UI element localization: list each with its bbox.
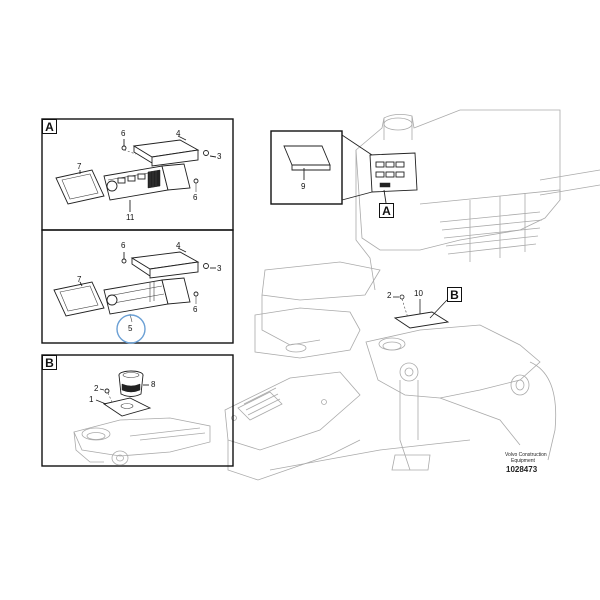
detail-b-panel bbox=[41, 354, 234, 467]
callout-4: 4 bbox=[176, 129, 181, 138]
callout-7: 7 bbox=[77, 162, 82, 171]
main-view-tag-b: B bbox=[447, 287, 462, 302]
callout-11: 11 bbox=[126, 213, 135, 222]
highlight-circle-part-5 bbox=[116, 314, 146, 344]
main-view-tag-a: A bbox=[379, 203, 394, 218]
callout-3: 3 bbox=[217, 264, 222, 273]
callout-6: 6 bbox=[193, 305, 198, 314]
detail-a-tag: A bbox=[42, 119, 57, 134]
callout-9: 9 bbox=[301, 182, 306, 191]
callout-4: 4 bbox=[176, 241, 181, 250]
detail-a-panel bbox=[41, 118, 234, 344]
callout-2: 2 bbox=[387, 291, 392, 300]
brand-line-2: Equipment bbox=[511, 458, 535, 464]
callout-3: 3 bbox=[217, 152, 222, 161]
detail-part-9 bbox=[270, 130, 373, 205]
callout-6: 6 bbox=[121, 129, 126, 138]
callout-1: 1 bbox=[89, 395, 94, 404]
callout-7: 7 bbox=[77, 275, 82, 284]
callout-5: 5 bbox=[128, 324, 133, 333]
callout-2: 2 bbox=[94, 384, 99, 393]
callout-6: 6 bbox=[121, 241, 126, 250]
brand-line-1: Volvo Construction bbox=[505, 452, 547, 458]
callout-10: 10 bbox=[414, 289, 423, 298]
callout-6: 6 bbox=[193, 193, 198, 202]
detail-b-tag: B bbox=[42, 355, 57, 370]
callout-8: 8 bbox=[151, 380, 156, 389]
document-number: 1028473 bbox=[506, 465, 538, 474]
main-radio-panel bbox=[369, 152, 418, 204]
